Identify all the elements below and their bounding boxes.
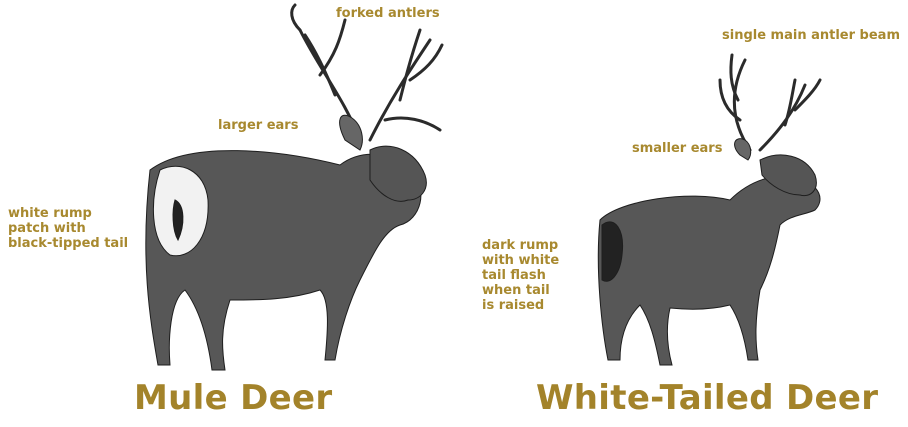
whitetail-ear-label: smaller ears — [632, 141, 722, 156]
white-tailed-deer-title: White-Tailed Deer — [536, 378, 878, 418]
mule-antler-label: forked antlers — [336, 6, 440, 21]
white-tailed-deer-illustration — [580, 40, 840, 380]
mule-ear-label: larger ears — [218, 118, 298, 133]
mule-rump-label: white rump patch with black-tipped tail — [8, 206, 128, 251]
whitetail-rump-label: dark rump with white tail flash when tai… — [482, 238, 559, 313]
mule-deer-illustration — [130, 0, 450, 380]
whitetail-antler-label: single main antler beam — [722, 28, 900, 43]
mule-deer-title: Mule Deer — [134, 378, 332, 418]
